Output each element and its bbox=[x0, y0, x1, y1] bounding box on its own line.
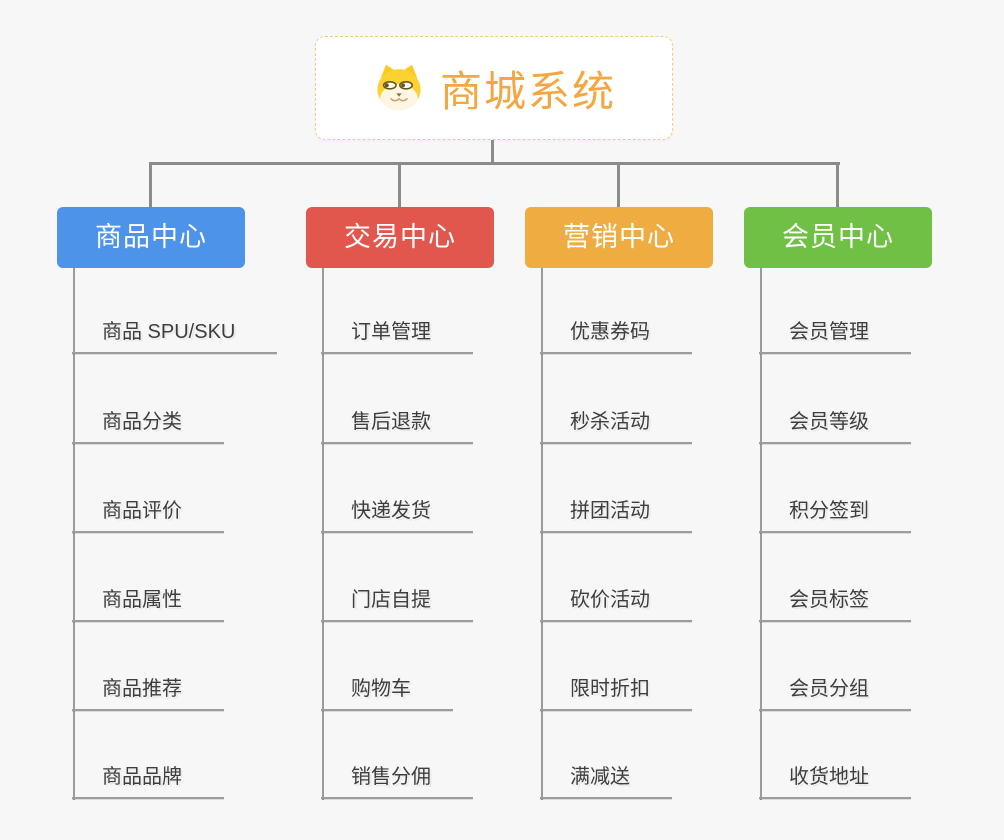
leaf-node[interactable]: 售后退款 bbox=[321, 408, 473, 444]
branch-spine-1 bbox=[73, 268, 75, 800]
leaf-node[interactable]: 会员等级 bbox=[759, 408, 911, 444]
branch-spine-3 bbox=[541, 268, 543, 800]
connector-root-drop bbox=[491, 140, 494, 165]
leaf-node[interactable]: 商品评价 bbox=[72, 497, 224, 533]
leaf-node[interactable]: 门店自提 bbox=[321, 586, 473, 622]
leaf-node[interactable]: 快递发货 bbox=[321, 497, 473, 533]
branch-node-member-center[interactable]: 会员中心 bbox=[744, 207, 932, 268]
leaf-node[interactable]: 拼团活动 bbox=[540, 497, 692, 533]
connector-drop-branch-2 bbox=[398, 162, 401, 207]
leaf-node[interactable]: 商品 SPU/SKU bbox=[72, 318, 278, 354]
leaf-node[interactable]: 优惠券码 bbox=[540, 318, 692, 354]
connector-drop-branch-4 bbox=[836, 162, 839, 207]
dog-mascot-icon bbox=[377, 64, 421, 111]
leaf-node[interactable]: 砍价活动 bbox=[540, 586, 692, 622]
root-node-mall-system[interactable]: 商城系统 bbox=[315, 36, 673, 140]
branch-node-product-center[interactable]: 商品中心 bbox=[57, 207, 245, 268]
connector-horizontal-rail bbox=[150, 162, 840, 165]
leaf-node[interactable]: 限时折扣 bbox=[540, 675, 692, 711]
leaf-node[interactable]: 会员分组 bbox=[759, 675, 911, 711]
branch-node-trade-center[interactable]: 交易中心 bbox=[306, 207, 494, 268]
leaf-node[interactable]: 收货地址 bbox=[759, 763, 911, 799]
connector-drop-branch-1 bbox=[149, 162, 152, 207]
leaf-node[interactable]: 会员标签 bbox=[759, 586, 911, 622]
leaf-node[interactable]: 商品推荐 bbox=[72, 675, 224, 711]
root-title: 商城系统 bbox=[439, 67, 616, 115]
branch-node-marketing-center[interactable]: 营销中心 bbox=[525, 207, 713, 268]
leaf-node[interactable]: 会员管理 bbox=[759, 318, 911, 354]
leaf-node[interactable]: 积分签到 bbox=[759, 497, 911, 533]
leaf-node[interactable]: 销售分佣 bbox=[321, 763, 473, 799]
connector-drop-branch-3 bbox=[617, 162, 620, 207]
leaf-node[interactable]: 商品品牌 bbox=[72, 763, 224, 799]
leaf-node[interactable]: 秒杀活动 bbox=[540, 408, 692, 444]
leaf-node[interactable]: 购物车 bbox=[321, 675, 453, 711]
leaf-node[interactable]: 商品分类 bbox=[72, 408, 224, 444]
branch-spine-2 bbox=[322, 268, 324, 800]
branch-spine-4 bbox=[760, 268, 762, 800]
leaf-node[interactable]: 订单管理 bbox=[321, 318, 473, 354]
leaf-node[interactable]: 满减送 bbox=[540, 763, 672, 799]
leaf-node[interactable]: 商品属性 bbox=[72, 586, 224, 622]
